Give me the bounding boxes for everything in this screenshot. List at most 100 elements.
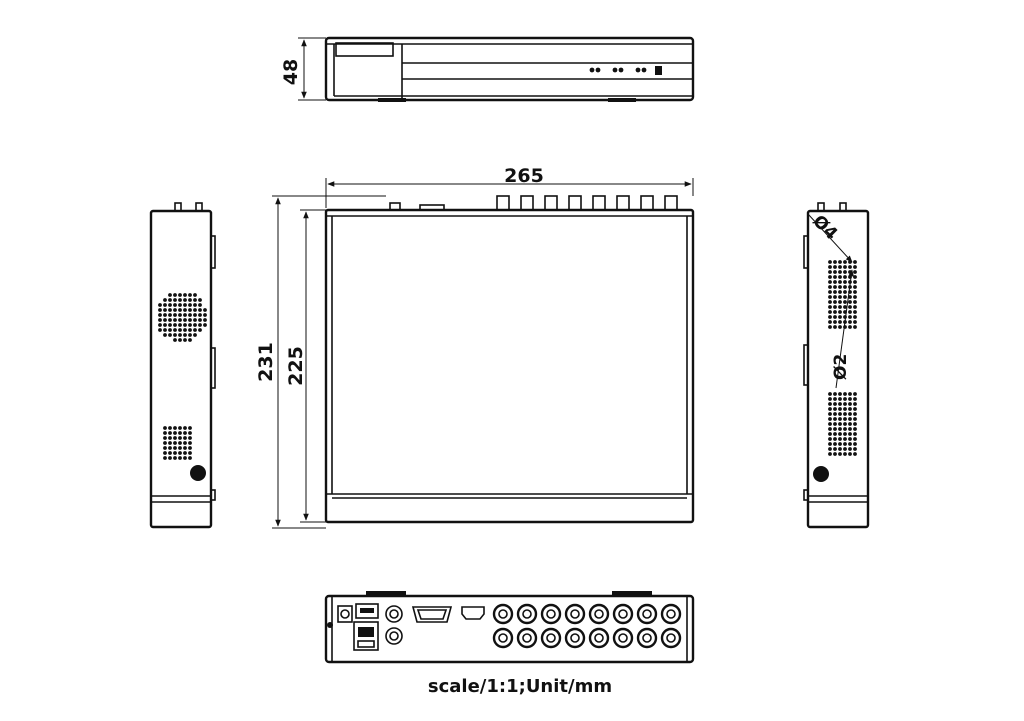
vent-hole (168, 446, 172, 450)
vent-hole (163, 426, 167, 430)
vent-hole (163, 328, 167, 332)
vent-hole (183, 293, 187, 297)
vent-hole (168, 328, 172, 332)
vent-hole (173, 451, 177, 455)
power-socket (337, 605, 353, 623)
vent-hole (173, 436, 177, 440)
vent-hole (853, 325, 857, 329)
vent-hole (173, 441, 177, 445)
vent-hole (848, 325, 852, 329)
vent-hole (853, 300, 857, 304)
vent-hole (178, 456, 182, 460)
vent-hole (838, 260, 842, 264)
vent-hole (158, 303, 162, 307)
rear-view (324, 591, 695, 664)
left-side-view (149, 202, 216, 529)
bnc-center-pin (522, 609, 532, 619)
bnc-connector (492, 603, 514, 625)
vent-hole (183, 298, 187, 302)
vent-hole (843, 392, 847, 396)
vent-hole (843, 447, 847, 451)
bnc-center-pin (546, 633, 556, 643)
vent-hole (848, 432, 852, 436)
vent-hole (853, 295, 857, 299)
vent-hole (838, 295, 842, 299)
bnc-center-pin (546, 609, 556, 619)
vent-hole (853, 407, 857, 411)
vent-hole (163, 323, 167, 327)
vent-hole (833, 442, 837, 446)
ground-screw (327, 622, 333, 628)
vent-hole (853, 280, 857, 284)
vent-hole (838, 275, 842, 279)
vent-hole (853, 412, 857, 416)
vent-hole (838, 402, 842, 406)
vent-hole (168, 451, 172, 455)
vent-hole (198, 303, 202, 307)
vent-hole (188, 426, 192, 430)
vent-hole (163, 441, 167, 445)
vent-hole (183, 318, 187, 322)
vent-hole (833, 422, 837, 426)
vent-hole (828, 407, 832, 411)
vent-hole (853, 305, 857, 309)
vent-hole (833, 275, 837, 279)
vent-hole (828, 417, 832, 421)
vent-hole (168, 426, 172, 430)
vent-hole (173, 323, 177, 327)
vent-hole (843, 265, 847, 269)
vent-hole (853, 422, 857, 426)
large-hole-callout: Ø4 (808, 211, 841, 244)
vent-hole (838, 442, 842, 446)
vent-hole (853, 437, 857, 441)
vent-hole (828, 422, 832, 426)
vent-hole (183, 308, 187, 312)
vent-hole (173, 298, 177, 302)
vent-hole (828, 300, 832, 304)
vent-hole (848, 397, 852, 401)
vent-hole (833, 407, 837, 411)
vent-hole (193, 293, 197, 297)
vent-hole (848, 417, 852, 421)
vent-hole (158, 318, 162, 322)
vent-hole (158, 323, 162, 327)
vent-hole (188, 456, 192, 460)
vent-hole (188, 313, 192, 317)
vent-hole (848, 407, 852, 411)
vent-hole (193, 328, 197, 332)
vent-hole (183, 303, 187, 307)
vent-hole (853, 310, 857, 314)
bnc-connector (588, 603, 610, 625)
vent-hole (173, 338, 177, 342)
vent-hole (853, 452, 857, 456)
vent-hole (188, 338, 192, 342)
bnc-connector (636, 627, 658, 649)
vent-hole (168, 313, 172, 317)
vent-hole (833, 427, 837, 431)
vent-hole (843, 417, 847, 421)
vent-hole (173, 293, 177, 297)
right-screw-hole (813, 466, 829, 482)
vent-hole (203, 318, 207, 322)
vent-hole (843, 442, 847, 446)
vent-hole (853, 427, 857, 431)
vent-hole (838, 392, 842, 396)
vent-hole (833, 325, 837, 329)
bnc-center-pin (618, 609, 628, 619)
left-screw-hole (190, 465, 206, 481)
small-hole-callout: Ø2 (831, 354, 851, 380)
vent-hole (853, 270, 857, 274)
vent-hole (173, 426, 177, 430)
vent-hole (188, 441, 192, 445)
vent-hole (198, 318, 202, 322)
bnc-connector (612, 603, 634, 625)
vent-hole (833, 320, 837, 324)
vent-hole (853, 320, 857, 324)
vent-hole (178, 431, 182, 435)
vent-hole (178, 446, 182, 450)
vent-hole (168, 298, 172, 302)
vent-hole (828, 412, 832, 416)
vent-hole (838, 300, 842, 304)
vent-hole (178, 318, 182, 322)
bnc-center-pin (666, 633, 676, 643)
